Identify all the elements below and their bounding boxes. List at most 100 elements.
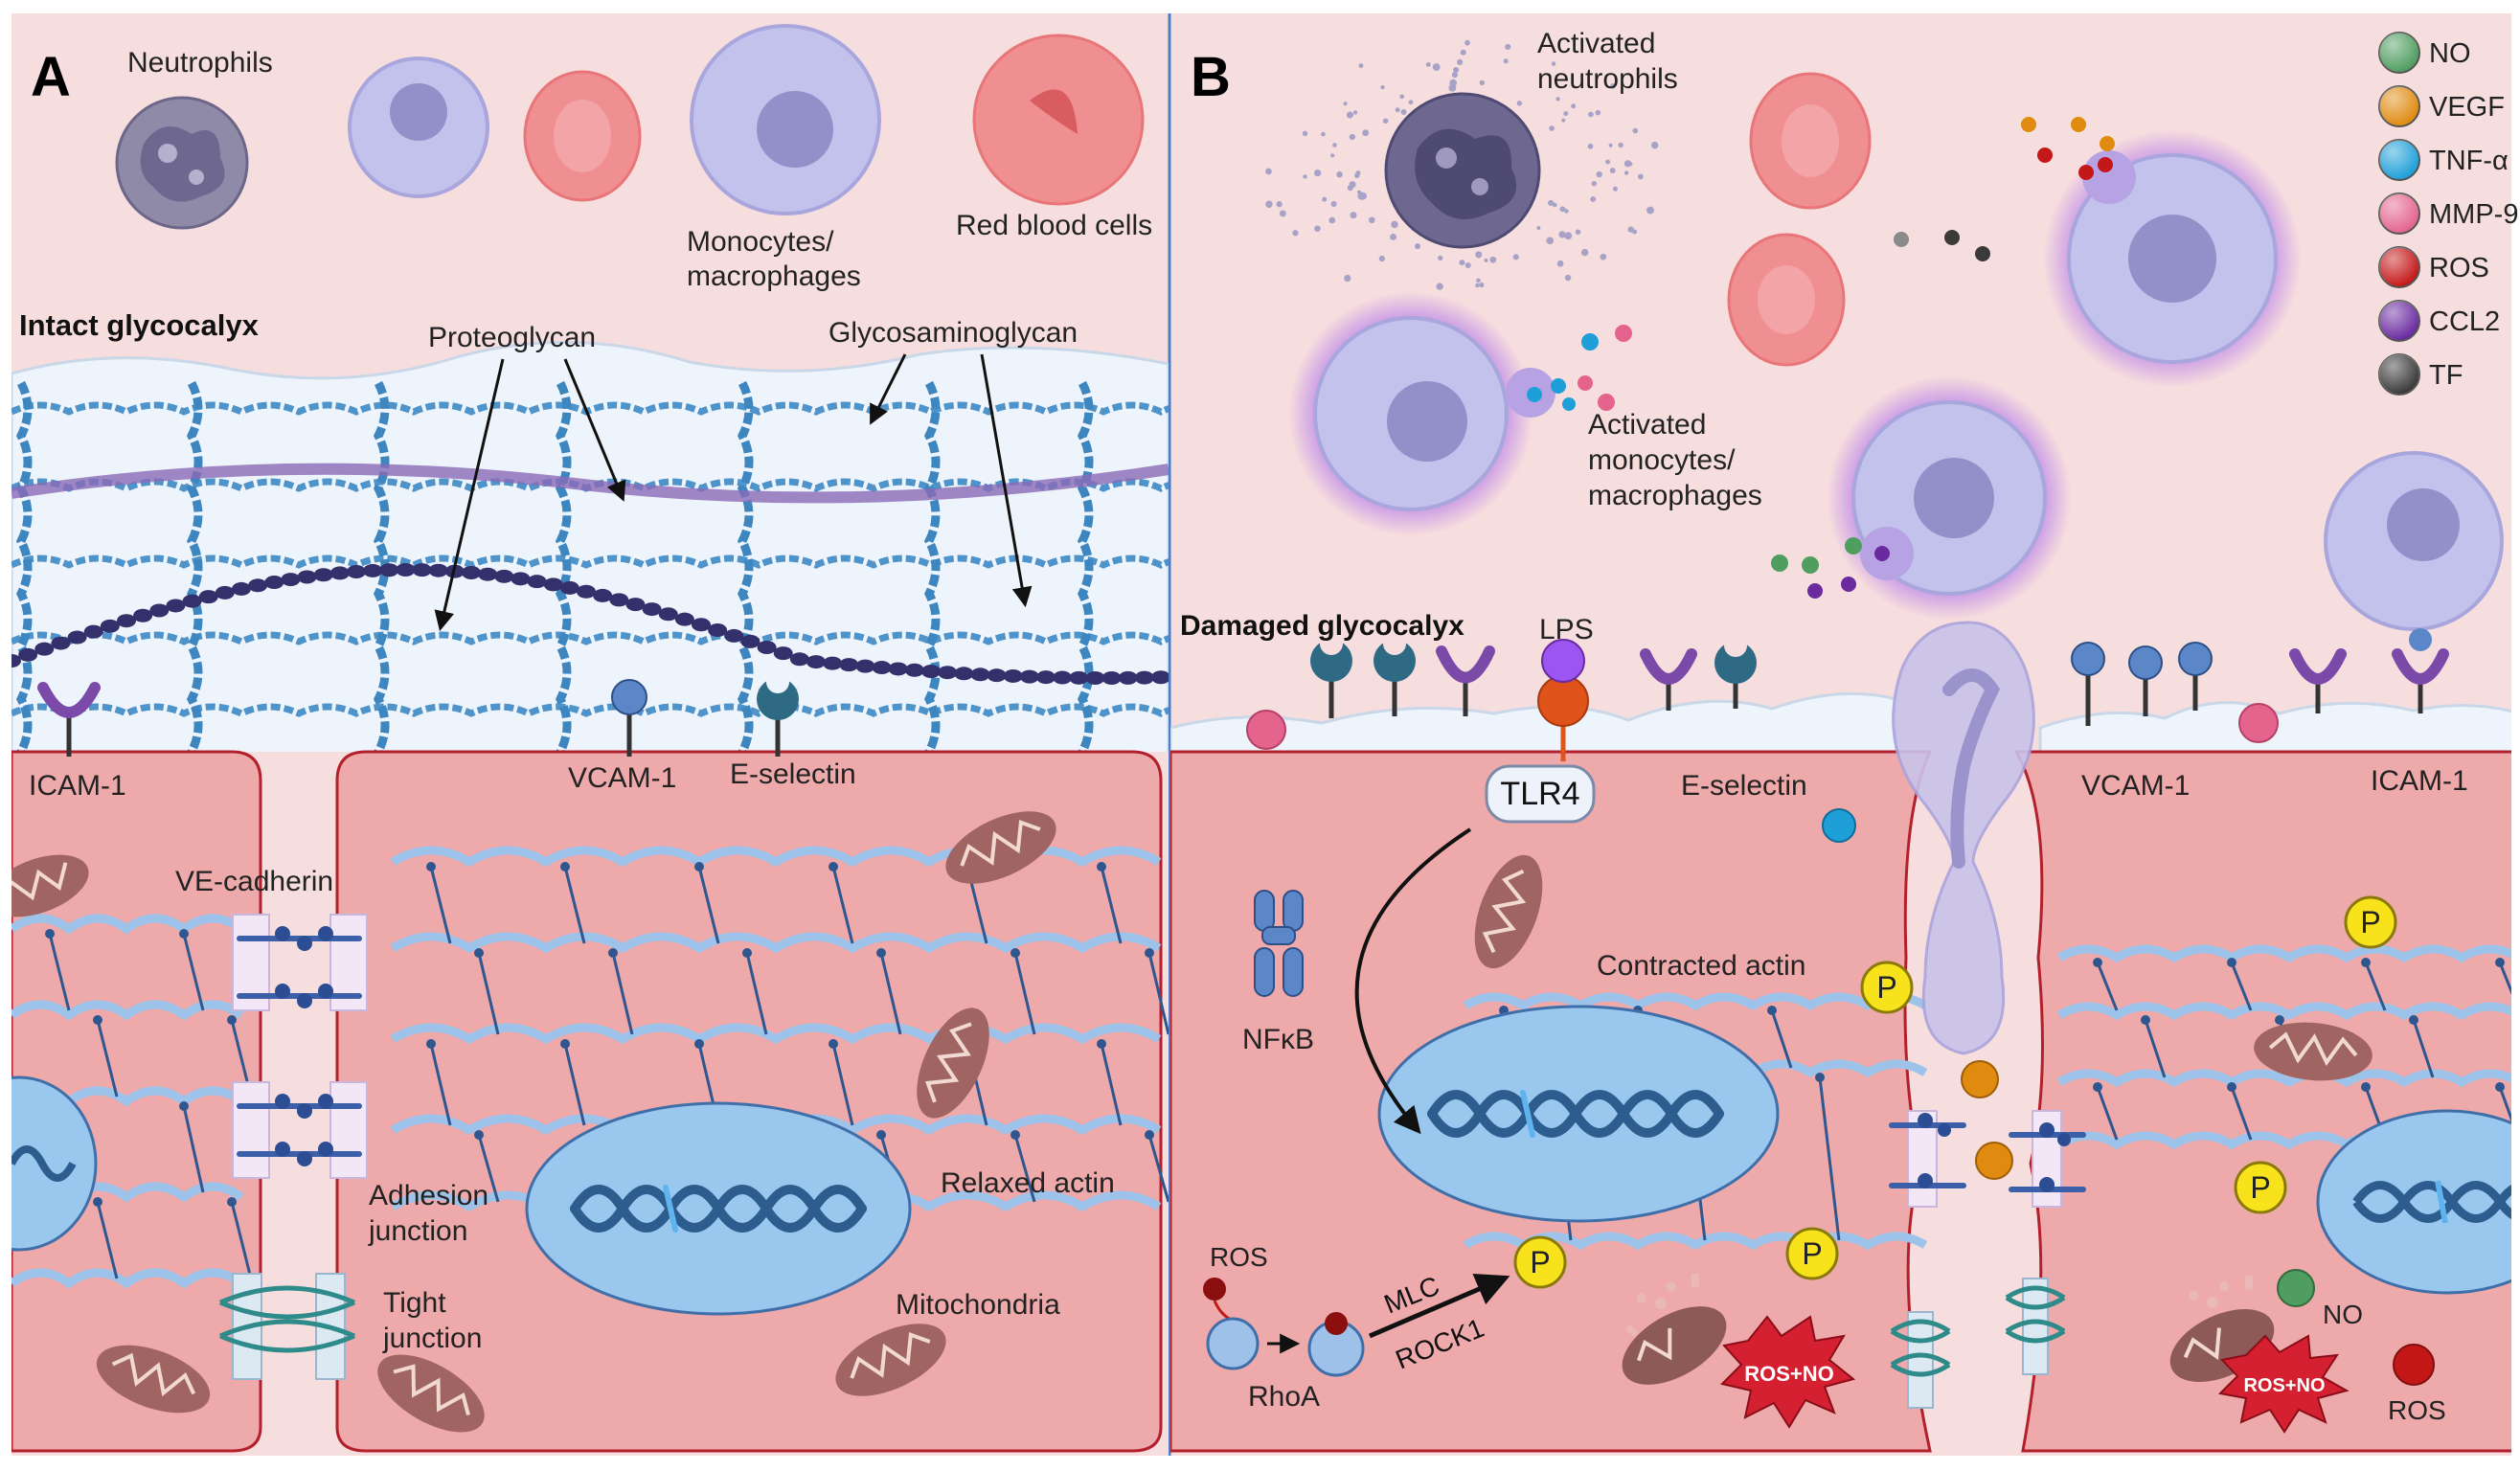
proteoglycan-bead [724,628,744,643]
released-granule [1590,196,1597,202]
crosslink-node [560,862,570,871]
proteoglycan-bead [182,594,202,608]
myosin-crosslink [2498,1086,2511,1123]
released-granule [1564,274,1572,282]
released-granule [1330,153,1335,158]
phospho-group [2344,895,2397,949]
released-granule [1512,254,1519,260]
phospho-label: P [1876,970,1896,1005]
ros-label: ROS [1210,1242,1268,1272]
proteoglycan-bead [100,619,120,633]
crosslink-node [2361,1082,2371,1092]
damaged-glycocalyx-label: Damaged glycocalyx [1180,610,1464,642]
released-granule [1344,274,1351,283]
crosslink-node [426,862,436,871]
released-granule [1276,201,1283,208]
released-granule [1575,229,1581,236]
released-granule [1475,251,1483,259]
proteoglycan-bead [133,608,153,622]
vcam-1-label: VCAM-1 [2081,770,2190,802]
actin-filament [2056,1002,2511,1021]
myosin-crosslink [831,866,854,944]
myosin-crosslink [182,1105,205,1193]
released-granule [1292,230,1299,237]
released-granule [1347,185,1353,192]
released-granule [1358,63,1364,69]
ros-no-text: ROS+NO [1744,1362,1834,1386]
lps-label: LPS [1539,614,1594,645]
mmp9-molecule [1246,710,1286,750]
proteoglycan-bead [658,607,678,622]
released-granule [1464,39,1470,46]
proteoglycan-bead [1003,668,1023,683]
myosin-crosslink [1818,1076,1841,1241]
adhesion-junction [232,914,368,1179]
proteoglycan-bead [1069,670,1089,685]
proteoglycan-bead [67,630,87,645]
gag-strand-vertical [555,380,572,807]
released-granule [1343,102,1348,106]
crosslink-node [474,1130,484,1140]
released-granule [1479,282,1485,288]
crosslink-node [2227,1082,2236,1092]
released-granule [1460,49,1466,56]
e-selectin-receptor [757,670,799,757]
mitochondrion [96,1345,211,1414]
monocyte [348,57,489,198]
released-granule [1546,237,1555,245]
mmp9-molecule [2238,703,2279,743]
myosin-crosslink [1100,866,1123,944]
glycosaminoglycan-pointer [870,353,1033,608]
nucleus-right-cell [2316,1109,2511,1295]
crosslink-node [1145,948,1154,958]
released-granule [1336,170,1343,178]
myosin-crosslink [2412,1019,2435,1078]
proteoglycan-bead [577,584,596,599]
released-granule [1438,255,1443,261]
icam-1-receptor [2289,648,2347,713]
released-granule [1627,161,1633,167]
proteoglycan-bead [149,603,170,618]
activated-neutrophils-label-line1: Activated [1537,28,1655,59]
released-granule [1346,111,1353,119]
rbc-label: Red blood cells [956,210,1152,241]
tight-junction-label-line1: Tight [383,1287,446,1319]
actin-filament [2056,944,2511,963]
released-granule [1322,196,1328,202]
endothelial-cell-right [335,750,1163,1453]
proteoglycan-bead [806,655,826,669]
crosslink-node [1097,862,1106,871]
secreted-mediators [1527,117,2115,599]
gag-strand-vertical [15,380,33,807]
released-granule [1536,225,1541,230]
proteoglycan-bead [281,573,301,587]
adhesion-junction-label-line1: Adhesion [369,1180,488,1211]
proteoglycan-pointer [434,358,626,632]
released-granule [1618,142,1623,148]
gag-strand-vertical [186,380,203,807]
mitochondria-label: Mitochondria [896,1289,1060,1321]
vegf-molecule [1961,1060,1999,1098]
released-granule [1391,220,1398,229]
released-granule [1558,231,1566,238]
legend-swatch-shine [2379,301,2419,341]
crosslink-node [1010,948,1020,958]
phospho-group [1513,1235,1567,1289]
released-granule [1303,174,1307,179]
released-granule [1580,248,1589,257]
myosin-crosslink [1013,952,1036,1035]
activated-monocytes-label-line1: Activated [1588,409,1706,441]
released-granule [1451,72,1458,79]
gag-strand-vertical [1077,380,1094,807]
ve-cadherin-label: VE-cadherin [175,866,333,897]
crosslink-node [876,1130,886,1140]
legend-label: NO [2429,38,2471,69]
released-granule [1549,125,1555,131]
legend-swatch-shine [2379,33,2419,73]
legend-label: VEGF [2429,92,2505,123]
phospho-label: P [2250,1170,2270,1205]
proteoglycan-label: Proteoglycan [428,322,596,353]
crosslink-node [1010,1130,1020,1140]
monocytes-label-line2: macrophages [687,260,861,292]
released-granule [1489,256,1497,263]
